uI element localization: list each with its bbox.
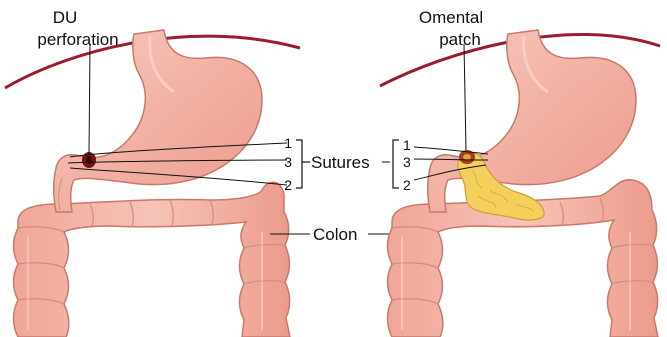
colon-label: Colon [313, 225, 357, 244]
omental-patch-label-line1: Omental [419, 8, 483, 27]
stomach [54, 30, 262, 212]
perforation-pointer [89, 44, 90, 155]
du-perforation-label-line2: perforation [37, 30, 118, 49]
omental-patch-pointer [464, 44, 466, 150]
left-panel: DU perforation 1 3 2 [5, 8, 310, 337]
right-panel: Omental patch 1 3 2 [380, 8, 660, 337]
omental-patch-label-line2: patch [439, 30, 481, 49]
du-perforation-label-line1: DU [53, 8, 78, 27]
suture-bracket-left [296, 140, 310, 188]
right-suture-number-1: 1 [403, 137, 411, 153]
left-suture-number-3: 3 [284, 154, 292, 170]
sutures-label: Sutures [311, 153, 370, 172]
right-suture-number-2: 2 [403, 177, 411, 193]
left-suture-number-1: 1 [284, 135, 292, 151]
suture-bracket-right [393, 140, 399, 188]
right-suture-number-3: 3 [403, 154, 411, 170]
left-suture-number-2: 2 [284, 177, 292, 193]
stomach [428, 30, 636, 212]
